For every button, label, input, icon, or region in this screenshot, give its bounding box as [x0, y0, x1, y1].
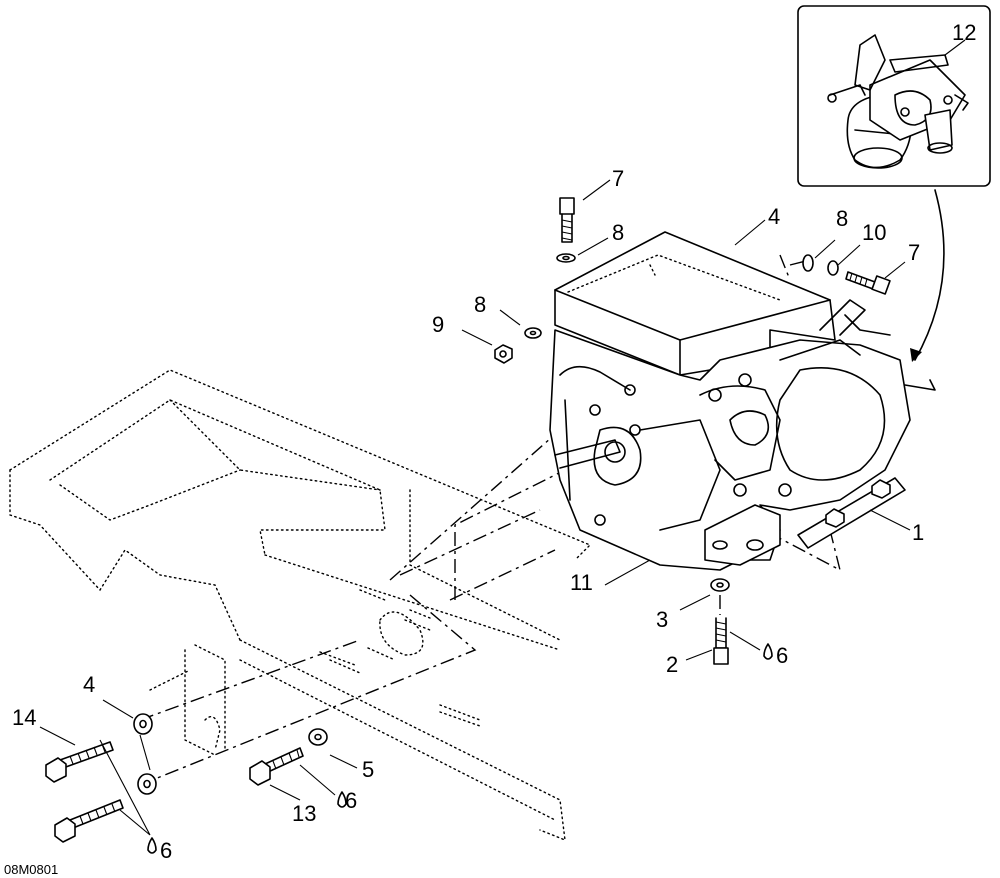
washer-part-3: [710, 578, 730, 592]
callout-6-center: 6: [345, 788, 357, 813]
washer-left-part-4-upper: [133, 713, 153, 735]
callout-9: 9: [432, 312, 444, 337]
washer-left-part-8: [524, 327, 542, 339]
callout-10: 10: [862, 220, 886, 245]
callout-11: 11: [570, 570, 593, 595]
callout-13: 13: [292, 801, 316, 826]
washer-left-part-4-lower: [137, 773, 157, 795]
leader-6-left: [99, 739, 151, 836]
bracket-strip-part-1: [797, 477, 906, 549]
washer-part-4-center: [308, 728, 328, 746]
callout-12: 12: [952, 20, 976, 45]
callout-7-top: 7: [612, 166, 624, 191]
bolt-part-13: [249, 747, 304, 786]
callout-7-right: 7: [908, 240, 920, 265]
engine: [549, 231, 936, 571]
callout-8-top: 8: [612, 220, 624, 245]
callout-6-right: 6: [776, 643, 788, 668]
thread-lock-part-6-left: [147, 837, 157, 854]
engine-block: [549, 329, 911, 571]
carburetor-pointer-arrow: [914, 189, 945, 361]
bolt-part-2: [713, 617, 729, 665]
callout-4-left: 4: [83, 672, 95, 697]
leader-lines: [39, 39, 966, 801]
carburetor-pointer-arrowhead: [910, 348, 922, 362]
callout-14: 14: [12, 705, 36, 730]
bolt-part-14-lower: [54, 799, 124, 843]
lock-washer-part-10: [827, 260, 839, 276]
thread-lock-part-6-center: [337, 791, 347, 808]
callout-3: 3: [656, 607, 668, 632]
callout-8-left: 8: [474, 292, 486, 317]
bolt-part-14-upper: [45, 741, 114, 783]
figure-code: 08M0801: [4, 862, 58, 877]
nut-part-9: [494, 344, 513, 364]
top-bolt-part-7: [559, 197, 575, 243]
washer-right-part-8: [802, 254, 814, 272]
callout-1: 1: [912, 520, 924, 545]
callout-6-left: 6: [160, 838, 172, 863]
callout-5: 4: [768, 204, 780, 229]
callout-2: 2: [666, 652, 678, 677]
carburetor-inset: [797, 5, 991, 187]
engine-shroud: [554, 231, 836, 376]
thread-lock-part-6-right: [763, 643, 773, 660]
callout-labels: 7 8 4 8 10 7 8 9 12 1 11 3 2 6 4 14 5 6 …: [12, 20, 976, 863]
frame-outline: [9, 369, 592, 842]
callout-8-right: 8: [836, 206, 848, 231]
washer-top-part-8: [556, 253, 576, 263]
side-bolt-part-7: [845, 271, 891, 295]
callout-4-center: 5: [362, 757, 374, 782]
